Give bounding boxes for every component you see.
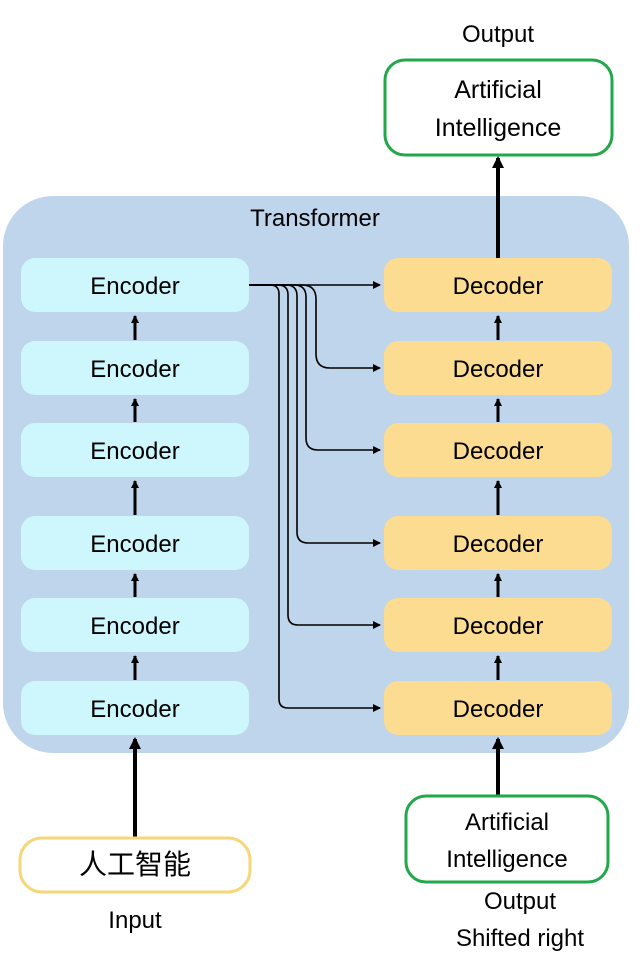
connection-arrow [249,284,381,372]
shifted-label-line2: Shifted right [456,925,584,952]
encoder-box [21,516,249,570]
encoder-box [21,341,249,395]
connection-arrow [249,284,381,629]
encoder-box [21,598,249,652]
decoder-box [384,516,612,570]
decoder-box [384,681,612,735]
encoder-stack: Encoder Encoder Encoder Encoder Encoder … [21,258,249,735]
decoder-box [384,341,612,395]
encoder-box [21,423,249,477]
input-box-text: 人工智能 [79,849,191,880]
encoder-label: Encoder [90,438,179,465]
shifted-box-line1: Artificial [465,809,549,836]
decoder-label: Decoder [453,356,544,383]
encoder-label: Encoder [90,531,179,558]
input-label: Input [108,907,162,934]
encoder-label: Encoder [90,356,179,383]
output-box [383,58,614,157]
encoder-label: Encoder [90,273,179,300]
input-box [18,836,252,894]
shifted-box-line2: Intelligence [446,846,567,873]
encoder-label: Encoder [90,613,179,640]
decoder-box [384,258,612,312]
decoder-label: Decoder [453,531,544,558]
encoder-decoder-connections [249,281,381,712]
decoder-label: Decoder [453,613,544,640]
transformer-label: Transformer [250,205,380,232]
encoder-box [21,681,249,735]
connection-arrow [249,284,381,712]
connection-arrow [249,284,381,547]
decoder-box [384,423,612,477]
decoder-label: Decoder [453,696,544,723]
decoder-stack: Decoder Decoder Decoder Decoder Decoder … [384,258,612,735]
output-box-line1: Artificial [454,76,542,104]
encoder-box [21,258,249,312]
encoder-label: Encoder [90,696,179,723]
output-box-line2: Intelligence [435,114,561,142]
shifted-label-line1: Output [484,888,556,915]
decoder-label: Decoder [453,273,544,300]
output-label: Output [462,21,534,48]
decoder-box [384,598,612,652]
connection-arrow [249,284,381,454]
shifted-box [404,794,610,884]
decoder-label: Decoder [453,438,544,465]
